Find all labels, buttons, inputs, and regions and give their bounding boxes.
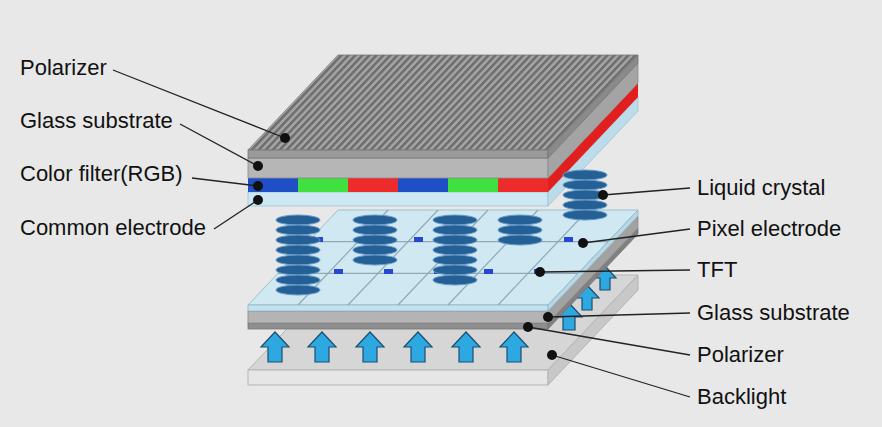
part-label: Pixel electrode	[697, 216, 841, 242]
leader-line	[192, 178, 258, 186]
liquid-crystal	[353, 245, 397, 255]
color-filter	[298, 178, 348, 192]
liquid-crystal	[563, 210, 607, 220]
leader-dot	[535, 267, 545, 277]
leader-dot	[578, 238, 588, 248]
color-filter	[448, 178, 498, 192]
tft-square	[484, 269, 493, 274]
liquid-crystal	[353, 215, 397, 225]
pixel-grid	[278, 273, 578, 274]
light-arrow	[356, 332, 384, 362]
liquid-crystal	[433, 255, 477, 265]
liquid-crystal	[276, 275, 320, 285]
part-label: Common electrode	[20, 215, 206, 241]
liquid-crystal	[276, 215, 542, 295]
leader-line	[552, 355, 690, 397]
leader-line	[548, 313, 690, 317]
liquid-crystal	[498, 235, 542, 245]
color-filter	[498, 178, 548, 192]
leader-dot	[253, 133, 608, 360]
tft-square	[414, 237, 423, 242]
liquid-crystal	[563, 180, 607, 190]
color-filter	[398, 178, 448, 192]
pixel-electrode-plate	[548, 210, 638, 311]
pixel-electrode-plate	[248, 210, 638, 311]
leader-dot	[280, 133, 290, 143]
liquid-crystal	[276, 285, 320, 295]
pixel-electrode-plate	[248, 210, 638, 305]
liquid-crystal	[563, 200, 607, 210]
part-label: Polarizer	[20, 55, 107, 81]
tft-square	[564, 237, 573, 242]
liquid-crystal	[433, 225, 477, 235]
liquid-crystal	[433, 215, 477, 225]
pixel-grid	[398, 210, 488, 305]
light-arrow	[404, 332, 432, 362]
leader-dot	[253, 161, 263, 171]
light-arrow	[500, 332, 528, 362]
tft-square	[384, 269, 393, 274]
top-polarizer	[248, 55, 638, 158]
leader-dot	[598, 190, 608, 200]
leader-dot	[253, 195, 263, 205]
leader-dot	[253, 181, 263, 191]
top-polarizer	[248, 150, 548, 158]
leader-line	[603, 188, 690, 195]
top-polarizer	[248, 55, 638, 150]
liquid-crystal	[276, 235, 320, 245]
bottom-glass-substrate	[248, 311, 548, 323]
leader-dot	[543, 312, 553, 322]
pixel-electrode-plate	[248, 305, 548, 311]
top-glass-substrate	[248, 158, 548, 178]
pixel-grid	[348, 210, 438, 305]
liquid-crystal	[498, 225, 542, 235]
leader-dot	[547, 350, 557, 360]
liquid-crystal	[353, 225, 397, 235]
liquid-crystal	[276, 265, 320, 275]
light-arrow	[261, 332, 289, 362]
color-filter	[248, 178, 298, 192]
leader-line	[214, 200, 258, 229]
liquid-crystal	[563, 170, 607, 220]
leader-line	[540, 270, 690, 272]
part-label: TFT	[697, 257, 737, 283]
backlight-plate	[248, 370, 548, 385]
color-filter	[348, 178, 398, 192]
liquid-crystal	[276, 215, 320, 225]
liquid-crystal	[276, 255, 320, 265]
liquid-crystal	[276, 245, 320, 255]
pixel-grid	[278, 210, 608, 305]
part-label: Backlight	[697, 384, 786, 410]
part-label: Glass substrate	[697, 300, 850, 326]
liquid-crystal	[433, 245, 477, 255]
liquid-crystal	[353, 235, 397, 245]
liquid-crystal	[563, 170, 607, 180]
liquid-crystal	[433, 235, 477, 245]
liquid-crystal	[563, 190, 607, 200]
light-arrow	[452, 332, 480, 362]
pixel-grid	[498, 210, 588, 305]
liquid-crystal	[433, 265, 477, 275]
liquid-crystal	[498, 215, 542, 225]
bottom-polarizer	[248, 323, 548, 329]
leader-dot	[523, 322, 533, 332]
part-label: Polarizer	[697, 342, 784, 368]
leader-line	[583, 229, 690, 243]
tft-square	[334, 269, 343, 274]
common-electrode	[248, 192, 548, 206]
light-arrow	[308, 332, 336, 362]
leader-line	[180, 124, 258, 166]
part-label: Glass substrate	[20, 108, 173, 134]
liquid-crystal	[353, 255, 397, 265]
liquid-crystal	[433, 275, 477, 285]
liquid-crystal	[276, 225, 320, 235]
top-polarizer	[548, 55, 638, 158]
part-label: Liquid crystal	[697, 175, 825, 201]
part-label: Color filter(RGB)	[20, 161, 183, 187]
